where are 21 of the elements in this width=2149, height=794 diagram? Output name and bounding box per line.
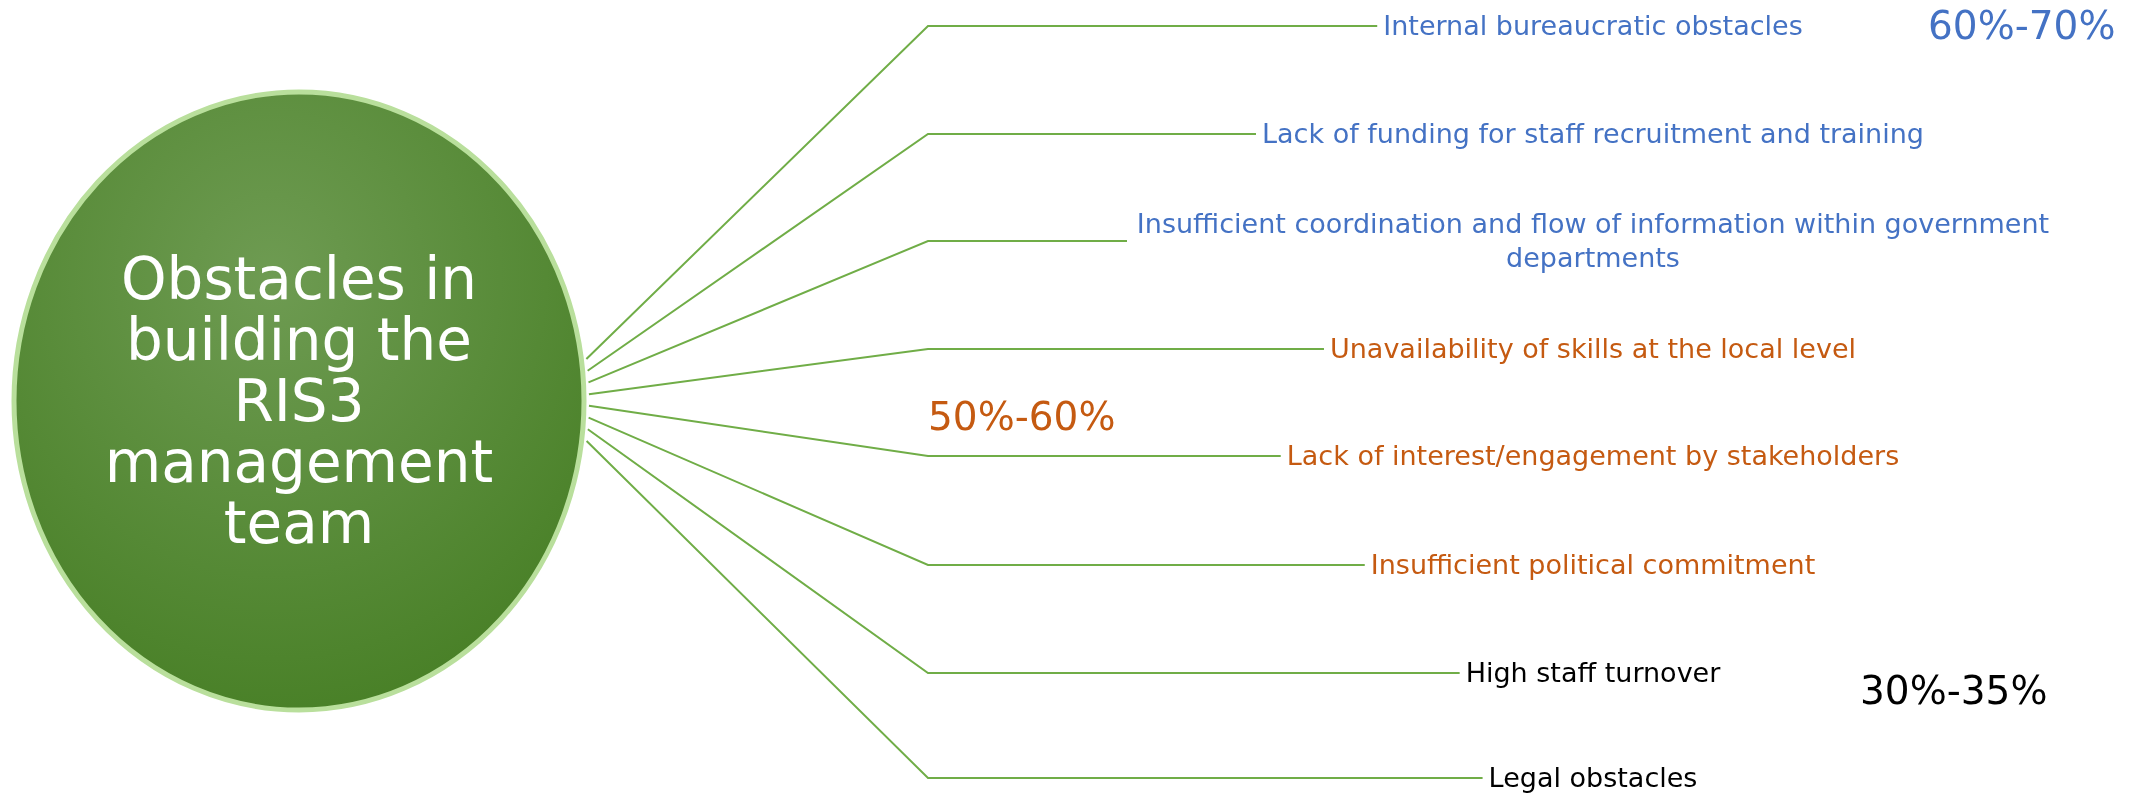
circle-title: Obstacles in building the RIS3 management team (103, 248, 495, 554)
obstacle-label: Lack of interest/engagement by stakeholders (1286, 439, 1900, 473)
obstacle-label: High staff turnover (1465, 656, 1721, 690)
connector-line (585, 440, 1484, 779)
circle-node (11, 89, 587, 713)
obstacle-label: Insufficient coordination and flow of information within government departments (1133, 207, 2053, 275)
connector-line (587, 404, 1282, 457)
obstacle-label: Internal bureaucratic obstacles (1383, 9, 1803, 43)
connector-line (587, 348, 1325, 396)
obstacle-label: Legal obstacles (1488, 761, 1698, 794)
connector-line (587, 416, 1366, 566)
obstacle-label: Lack of funding for staff recruitment and training (1262, 117, 1924, 151)
connector-line (586, 428, 1461, 674)
percentage-label: 50%-60% (928, 394, 1116, 439)
obstacle-label: Insufficient political commitment (1370, 548, 1816, 582)
obstacle-label: Unavailability of skills at the local level (1329, 332, 1857, 366)
connector-line (587, 240, 1128, 384)
percentage-label: 60%-70% (1928, 3, 2116, 48)
connector-line (586, 133, 1257, 372)
connector-line (585, 25, 1379, 360)
percentage-label: 30%-35% (1860, 668, 2048, 713)
